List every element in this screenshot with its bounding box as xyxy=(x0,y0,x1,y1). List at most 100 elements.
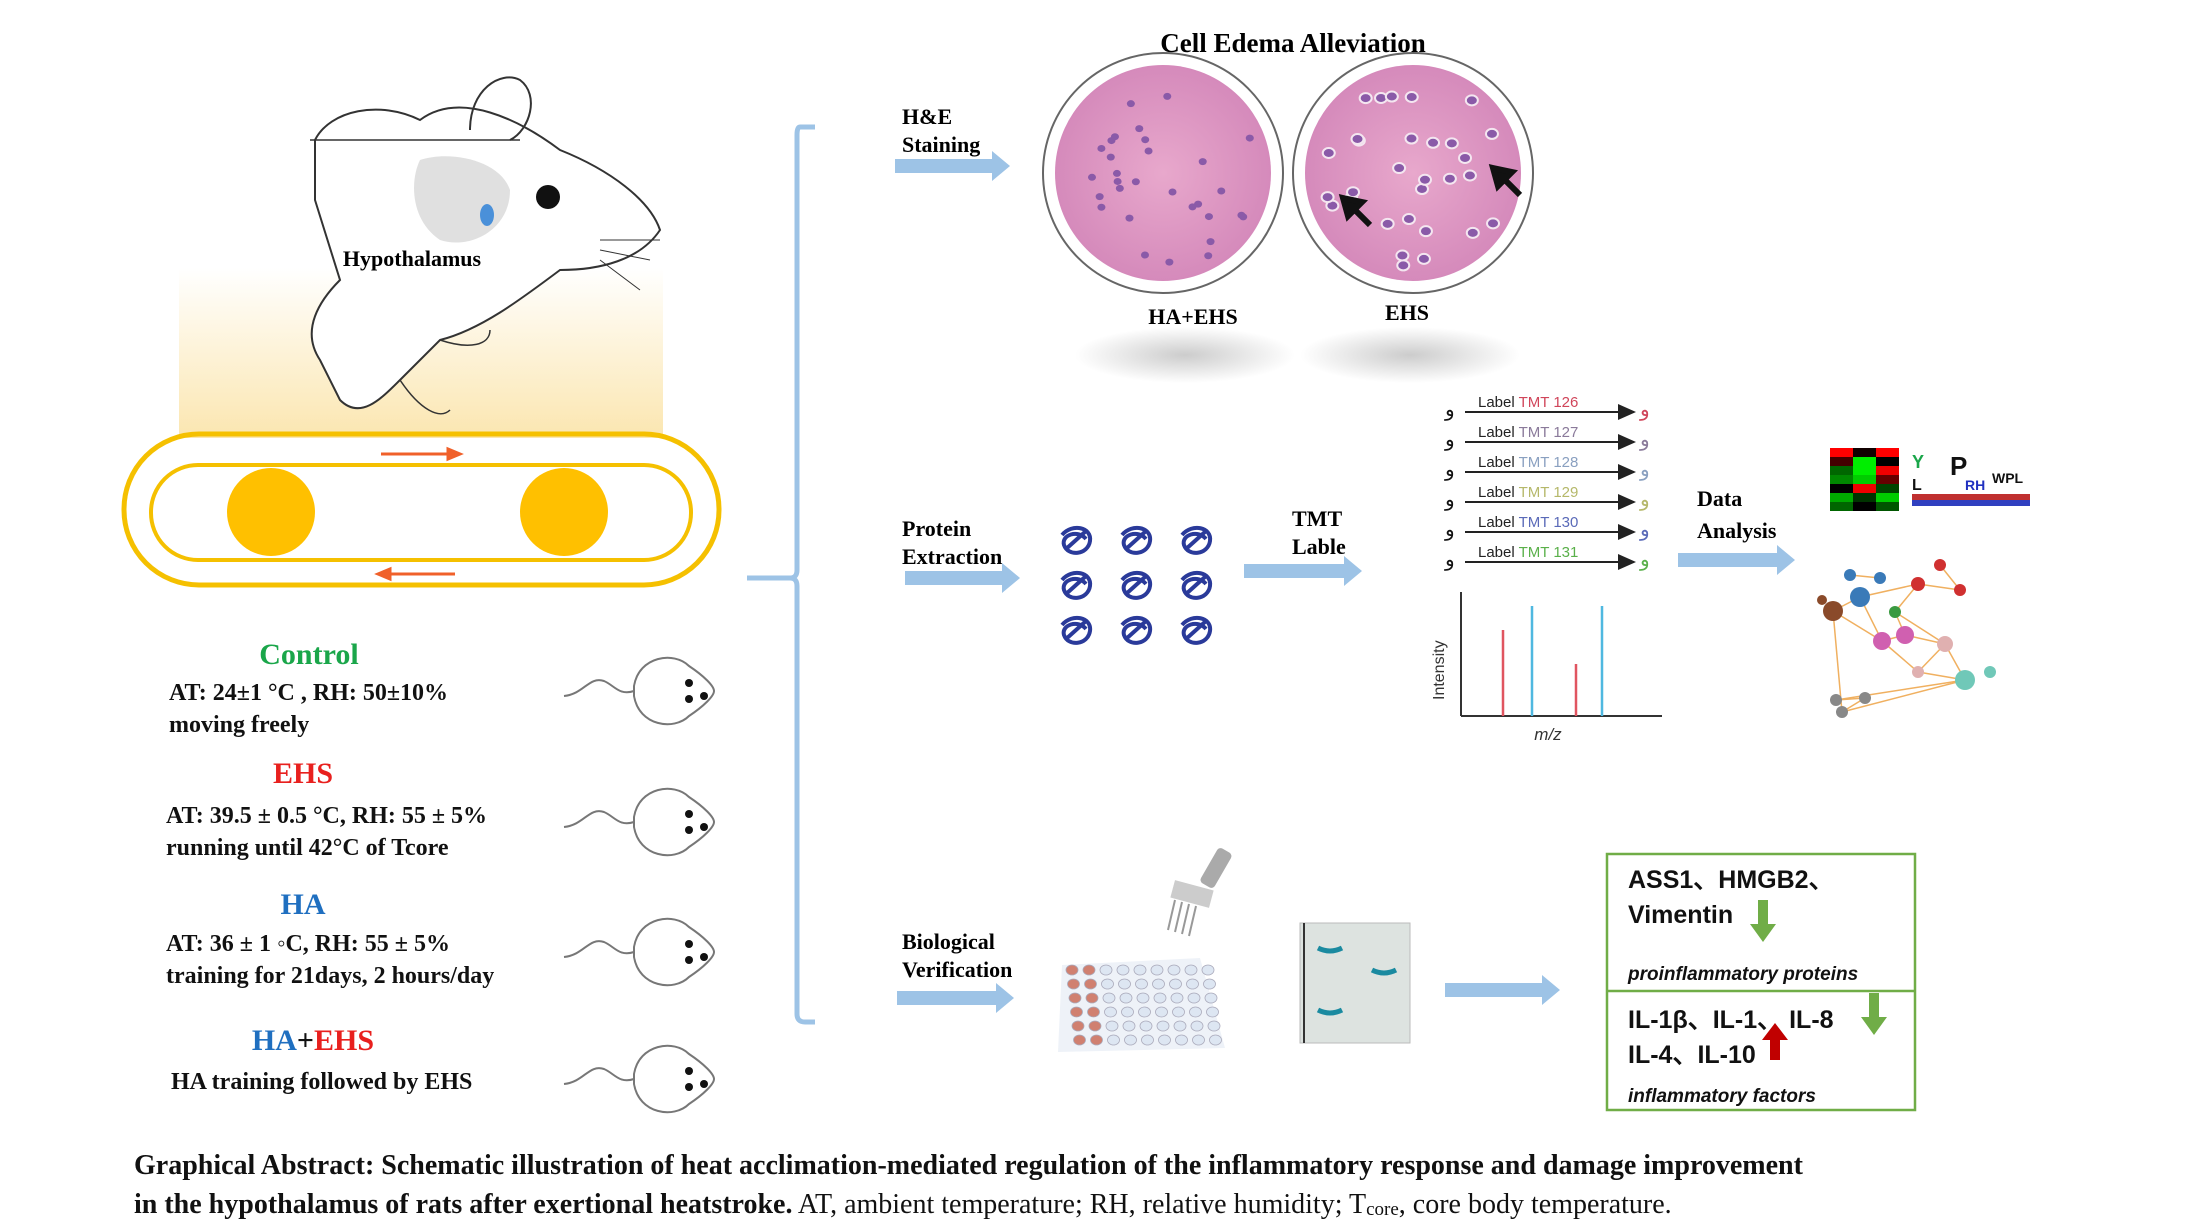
tmt-label-prefix: Label xyxy=(1478,424,1519,441)
results-box: ASS1、HMGB2、 Vimentin proinflammatory pro… xyxy=(1605,852,1917,1112)
heatmap-cell xyxy=(1830,448,1853,457)
network-node xyxy=(1874,572,1886,584)
cell-nucleus xyxy=(1095,193,1104,201)
cell-nucleus xyxy=(1320,191,1335,204)
flow-arrow xyxy=(1678,545,1795,575)
flow-arrow xyxy=(895,151,1010,181)
plate-well xyxy=(1201,964,1215,976)
histology-title: Cell Edema Alleviation xyxy=(1160,28,1426,58)
cell-nucleus xyxy=(1444,137,1459,150)
group-ha-title: HA xyxy=(281,888,326,921)
biological-verification-label-2: Verification xyxy=(902,957,1012,982)
protein-list-line-1: ASS1、HMGB2、 xyxy=(1628,866,1834,894)
plate-well xyxy=(1170,992,1184,1004)
he-staining-label-1: H&E xyxy=(902,104,952,129)
tmt-peptide-glyph: و xyxy=(1444,549,1455,571)
tmt-peptide-glyph: و xyxy=(1444,459,1455,481)
tmt-label-prefix: Label xyxy=(1478,454,1519,471)
group-ha-ehs-title-plus: + xyxy=(297,1024,314,1057)
rat-body xyxy=(633,656,716,726)
plate-well xyxy=(1071,1020,1085,1032)
cell-nucleus xyxy=(1125,214,1134,222)
heatmap-cell xyxy=(1876,457,1899,466)
he-staining-label-2: Staining xyxy=(902,132,980,157)
caption-title-line-2: in the hypothalamus of rats after exerti… xyxy=(134,1189,793,1220)
rat-eye-dot xyxy=(700,1080,708,1088)
cell-nucleus xyxy=(1401,213,1416,226)
tmt-labeled-glyph: و xyxy=(1639,549,1650,571)
rat-topview-icon xyxy=(563,917,716,987)
cell-nucleus xyxy=(1087,173,1096,181)
cell-nucleus xyxy=(1131,178,1140,186)
plate-well xyxy=(1175,1034,1188,1046)
heatmap-cell xyxy=(1830,502,1853,511)
group-ehs-conditions: AT: 39.5 ± 0.5 °C, RH: 55 ± 5% xyxy=(166,803,487,829)
multichannel-pipette-icon xyxy=(1167,848,1232,937)
treadmill-wheel-left xyxy=(227,468,315,556)
plate-well xyxy=(1192,1034,1205,1046)
cell-nucleus xyxy=(1458,151,1473,164)
cell-nucleus xyxy=(1141,136,1150,144)
tmt-label-2: Lable xyxy=(1292,534,1346,559)
plate-well xyxy=(1107,1034,1120,1046)
protein-blob xyxy=(1060,615,1093,645)
network-node xyxy=(1850,587,1870,607)
cell-nucleus xyxy=(1416,252,1431,265)
tmt-label-prefix: Label xyxy=(1478,544,1519,561)
plate-well xyxy=(1084,978,1097,990)
ms-y-label: Intensity xyxy=(1431,640,1448,700)
group-ehs-title: EHS xyxy=(273,757,333,790)
plate-well xyxy=(1139,1020,1153,1032)
tmt-peptide-glyph: و xyxy=(1444,399,1455,421)
network-node xyxy=(1844,569,1856,581)
cell-nucleus xyxy=(1126,100,1135,108)
cell-nucleus xyxy=(1204,252,1213,260)
plate-well xyxy=(1121,1006,1134,1018)
cell-nucleus xyxy=(1404,90,1419,103)
network-edge xyxy=(1894,611,1946,645)
plate-well xyxy=(1136,992,1150,1004)
rat-tail xyxy=(563,940,635,958)
plate-well xyxy=(1133,964,1147,976)
western-blot-gel xyxy=(1299,922,1411,1044)
cytokine-list-line-1: IL-1β、IL-1、 IL-8 xyxy=(1628,1006,1834,1034)
plate-well xyxy=(1206,1006,1219,1018)
rat-topview-icon xyxy=(563,1044,716,1114)
svg-text:WPL: WPL xyxy=(1992,470,2024,486)
cell-nucleus xyxy=(1358,92,1373,105)
protein-blob xyxy=(1060,570,1093,600)
heatmap-cell xyxy=(1853,475,1876,484)
slide-label-ehs: EHS xyxy=(1385,300,1429,325)
rat-eye-dot xyxy=(700,692,708,700)
protein-blob xyxy=(1120,570,1153,600)
cell-nucleus xyxy=(1418,225,1433,238)
rat-eye-dot xyxy=(685,1083,693,1091)
heatmap-cell xyxy=(1876,466,1899,475)
heatmap-thumbnail xyxy=(1830,448,1899,511)
group-ha-ehs-title: HA+EHS xyxy=(252,1024,374,1057)
tmt-label: Label TMT 129 xyxy=(1478,484,1578,501)
svg-text:L: L xyxy=(1912,477,1922,494)
heatmap-cell xyxy=(1853,484,1876,493)
rat-eye-dot xyxy=(700,953,708,961)
rat-body xyxy=(633,1044,716,1114)
cell-nucleus xyxy=(1484,127,1499,140)
plate-well xyxy=(1118,978,1131,990)
well-plate xyxy=(1058,958,1225,1052)
cell-nucleus xyxy=(1135,125,1144,133)
group-control-protocol: moving freely xyxy=(169,712,309,738)
plate-well xyxy=(1067,978,1080,990)
plate-well xyxy=(1186,978,1199,990)
cell-nucleus xyxy=(1168,188,1177,196)
biological-verification-label-1: Biological xyxy=(902,929,995,954)
tmt-labeled-glyph: و xyxy=(1639,519,1650,541)
protein-blobs xyxy=(1060,525,1213,645)
tmt-labeled-glyph: و xyxy=(1639,489,1650,511)
group-ehs-protocol: running until 42°C of Tcore xyxy=(166,835,449,861)
tmt-labeled-glyph: و xyxy=(1639,399,1650,421)
plate-well xyxy=(1135,978,1148,990)
tmt-label-prefix: Label xyxy=(1478,484,1519,501)
protein-blob xyxy=(1120,525,1153,555)
